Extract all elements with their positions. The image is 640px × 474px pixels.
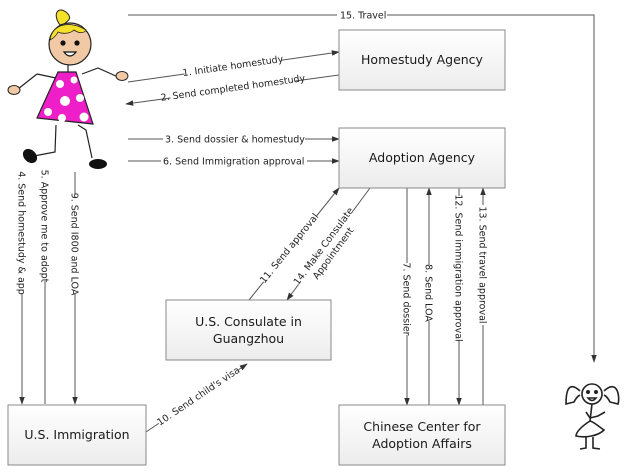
edge-4-send-homestudy-app: 4. Send homestudy & app — [16, 171, 28, 405]
edge-13-send-travel-approval: 13. Send travel approval — [477, 187, 489, 405]
edge-label: 9. Send I800 and LOA — [69, 193, 80, 296]
node-homestudy-agency: Homestudy Agency — [338, 29, 506, 91]
node-label: U.S. Immigration — [24, 427, 129, 442]
edge-5-approve-me-to-adopt: 5. Approve me to adopt — [39, 170, 51, 404]
edge-label: 15. Travel — [340, 11, 386, 22]
edge-2-send-completed-homestudy: 2. Send completed homestudy — [125, 72, 340, 106]
node-us-immigration: U.S. Immigration — [7, 404, 147, 466]
parent-girl-icon — [7, 9, 129, 169]
edge-label: 8. Send LOA — [423, 264, 434, 322]
node-label-line-1: Chinese Center for — [363, 419, 481, 434]
node-label: Homestudy Agency — [361, 52, 484, 67]
edge-6-send-immigration-approval: 6. Send Immigration approval — [128, 154, 340, 168]
edge-label: 10. Send child's visa — [155, 365, 242, 429]
node-label-line-2: Adoption Affairs — [372, 436, 472, 451]
node-label-line-1: U.S. Consulate in — [195, 314, 302, 329]
edge-label: 13. Send travel approval — [477, 206, 488, 323]
edge-9-send-i800-and-loa: 9. Send I800 and LOA — [69, 172, 81, 405]
edge-7-send-dossier: 7. Send dossier — [401, 188, 413, 406]
edge-10-send-childs-visa: 10. Send child's visa — [145, 363, 248, 433]
node-label: Adoption Agency — [369, 150, 476, 165]
edge-1-initiate-homestudy: 1. Initiate homestudy — [127, 50, 340, 83]
edge-12-send-immigration-approval: 12. Send immigration approval — [453, 188, 465, 406]
node-label-line-2: Guangzhou — [213, 331, 284, 346]
edge-label: 1. Initiate homestudy — [182, 54, 285, 79]
edge-8-send-loa: 8. Send LOA — [423, 187, 435, 405]
edge-15-travel: 15. Travel — [128, 8, 597, 363]
edge-label: 12. Send immigration approval — [453, 194, 464, 341]
edge-label: 4. Send homestudy & app — [16, 171, 27, 295]
node-us-consulate: U.S. Consulate in Guangzhou — [165, 299, 332, 361]
node-ccaa: Chinese Center for Adoption Affairs — [338, 404, 506, 466]
edge-label: 5. Approve me to adopt — [39, 170, 50, 283]
child-stick-figure-icon — [565, 383, 620, 450]
edge-label: 7. Send dossier — [401, 262, 412, 335]
edge-label: 6. Send Immigration approval — [163, 157, 304, 168]
edge-3-send-dossier-homestudy: 3. Send dossier & homestudy — [128, 132, 340, 146]
edge-label: 3. Send dossier & homestudy — [165, 135, 305, 146]
node-adoption-agency: Adoption Agency — [338, 127, 506, 189]
